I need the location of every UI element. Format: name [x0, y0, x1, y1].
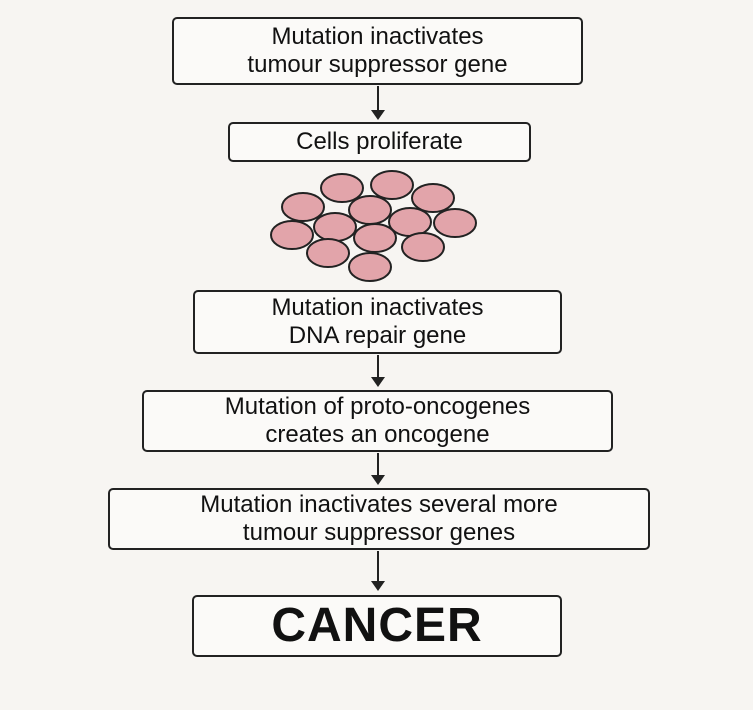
cell [401, 232, 445, 262]
cell [411, 183, 455, 213]
step-5-box: Mutation inactivates several more tumour… [108, 488, 650, 550]
cell [270, 220, 314, 250]
arrow-1 [371, 86, 385, 120]
step-5-line-1: Mutation inactivates several more [200, 491, 558, 518]
arrow-3 [371, 453, 385, 485]
cell [306, 238, 350, 268]
cancer-box: CANCER [192, 595, 562, 657]
step-4-line-2: creates an oncogene [265, 421, 490, 448]
cell [348, 195, 392, 225]
cell [313, 212, 357, 242]
arrow-4 [371, 551, 385, 591]
cell [320, 173, 364, 203]
step-4-box: Mutation of proto-oncogenes creates an o… [142, 390, 613, 452]
step-4-line-1: Mutation of proto-oncogenes [224, 393, 531, 420]
step-1-box: Mutation inactivates tumour suppressor g… [172, 17, 583, 85]
cancer-label: CANCER [271, 599, 483, 652]
cell [370, 170, 414, 200]
step-3-line-1: Mutation inactivates [271, 294, 484, 321]
step-5-line-2: tumour suppressor genes [242, 519, 516, 546]
step-1-line-1: Mutation inactivates [271, 23, 484, 50]
arrow-2 [371, 355, 385, 387]
cell [353, 223, 397, 253]
step-2-line-1: Cells proliferate [296, 128, 463, 155]
step-2-box: Cells proliferate [228, 122, 531, 162]
cell [281, 192, 325, 222]
step-1-line-2: tumour suppressor gene [247, 51, 508, 78]
cell [433, 208, 477, 238]
step-3-line-2: DNA repair gene [288, 322, 467, 349]
step-3-box: Mutation inactivates DNA repair gene [193, 290, 562, 354]
cell [388, 207, 432, 237]
cell [348, 252, 392, 282]
